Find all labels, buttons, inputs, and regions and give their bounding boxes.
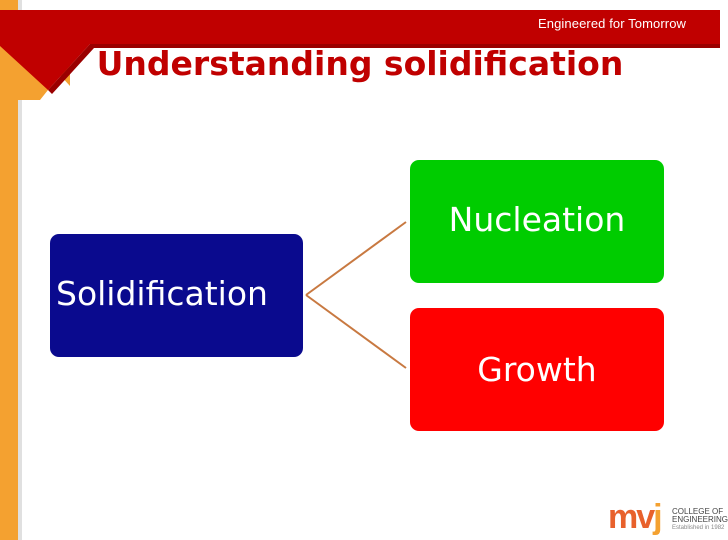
solidification-label: Solidification bbox=[56, 274, 268, 313]
logo-line-1: COLLEGE OF bbox=[672, 507, 724, 516]
nucleation-label: Nucleation bbox=[448, 200, 626, 239]
growth-label: Growth bbox=[477, 350, 597, 389]
left-accent-bar bbox=[0, 0, 18, 540]
solidification-box: Solidification bbox=[50, 234, 303, 357]
logo-mark: mvj bbox=[608, 498, 663, 536]
left-accent-shadow bbox=[18, 0, 22, 540]
header-red-band bbox=[0, 10, 720, 90]
connector-to-growth bbox=[305, 294, 407, 369]
growth-box: Growth bbox=[410, 308, 664, 431]
slide-title: Understanding solidification bbox=[96, 44, 624, 83]
connector-to-nucleation bbox=[305, 221, 407, 296]
logo-line-2: ENGINEERING bbox=[672, 515, 728, 524]
logo-text: COLLEGE OF ENGINEERING Established in 19… bbox=[672, 508, 728, 532]
logo-line-3: Established in 1982 bbox=[672, 525, 725, 531]
header-tagline: Engineered for Tomorrow bbox=[538, 16, 687, 31]
nucleation-box: Nucleation bbox=[410, 160, 664, 283]
